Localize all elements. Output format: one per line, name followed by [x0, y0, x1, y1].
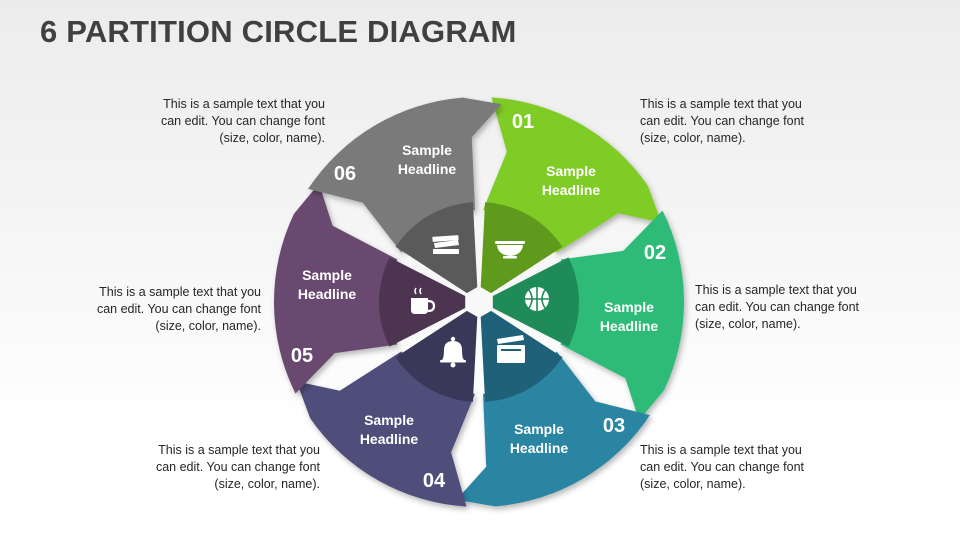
- segment-number: 03: [603, 415, 625, 437]
- description-03: This is a sample text that you can edit.…: [640, 443, 805, 491]
- segment-headline: Sample: [604, 299, 654, 315]
- basketball-icon: [525, 287, 549, 311]
- segment-number: 05: [291, 345, 313, 367]
- segment-number: 04: [423, 470, 446, 492]
- segment-06-outer: [308, 97, 502, 253]
- bell-icon: [440, 336, 466, 368]
- books-icon: [432, 235, 459, 254]
- segment-headline: Sample: [546, 163, 596, 179]
- segment-05: 05 Sample Headline: [291, 267, 357, 367]
- segment-04: 04 Sample Headline: [360, 412, 446, 492]
- segment-02: 02 Sample Headline: [600, 242, 666, 334]
- coffee-cup-icon: [411, 287, 436, 314]
- page-title: 6 PARTITION CIRCLE DIAGRAM: [40, 14, 517, 49]
- segment-headline: Sample: [364, 412, 414, 428]
- segment-03-outer: [456, 351, 650, 507]
- bowl-icon: [495, 241, 525, 259]
- description-04: This is a sample text that you can edit.…: [155, 443, 320, 491]
- segment-headline: Headline: [542, 182, 601, 198]
- clapperboard-icon: [497, 335, 525, 363]
- segment-headline: Headline: [298, 286, 357, 302]
- description-02: This is a sample text that you can edit.…: [695, 283, 860, 331]
- segment-01: 01 Sample Headline: [512, 111, 601, 198]
- segment-02-outer: [560, 210, 685, 421]
- segment-04-inner: [395, 310, 478, 402]
- description-05: This is a sample text that you can edit.…: [96, 285, 261, 333]
- segment-headline: Headline: [360, 431, 419, 447]
- segment-headline: Headline: [398, 161, 457, 177]
- segment-number: 02: [644, 242, 666, 264]
- segment-headline: Sample: [402, 142, 452, 158]
- segment-06: 06 Sample Headline: [334, 142, 457, 185]
- segment-headline: Sample: [302, 267, 352, 283]
- segment-headline: Headline: [600, 318, 659, 334]
- segment-01-outer: [483, 97, 662, 253]
- segment-number: 01: [512, 111, 534, 133]
- segment-headline: Sample: [514, 421, 564, 437]
- segment-03: 03 Sample Headline: [510, 415, 625, 456]
- description-01: This is a sample text that you can edit.…: [640, 97, 805, 145]
- description-06: This is a sample text that you can edit.…: [160, 97, 325, 145]
- segment-04-outer: [296, 351, 475, 507]
- segment-05-outer: [273, 183, 398, 394]
- segment-headline: Headline: [510, 440, 569, 456]
- segment-number: 06: [334, 163, 356, 185]
